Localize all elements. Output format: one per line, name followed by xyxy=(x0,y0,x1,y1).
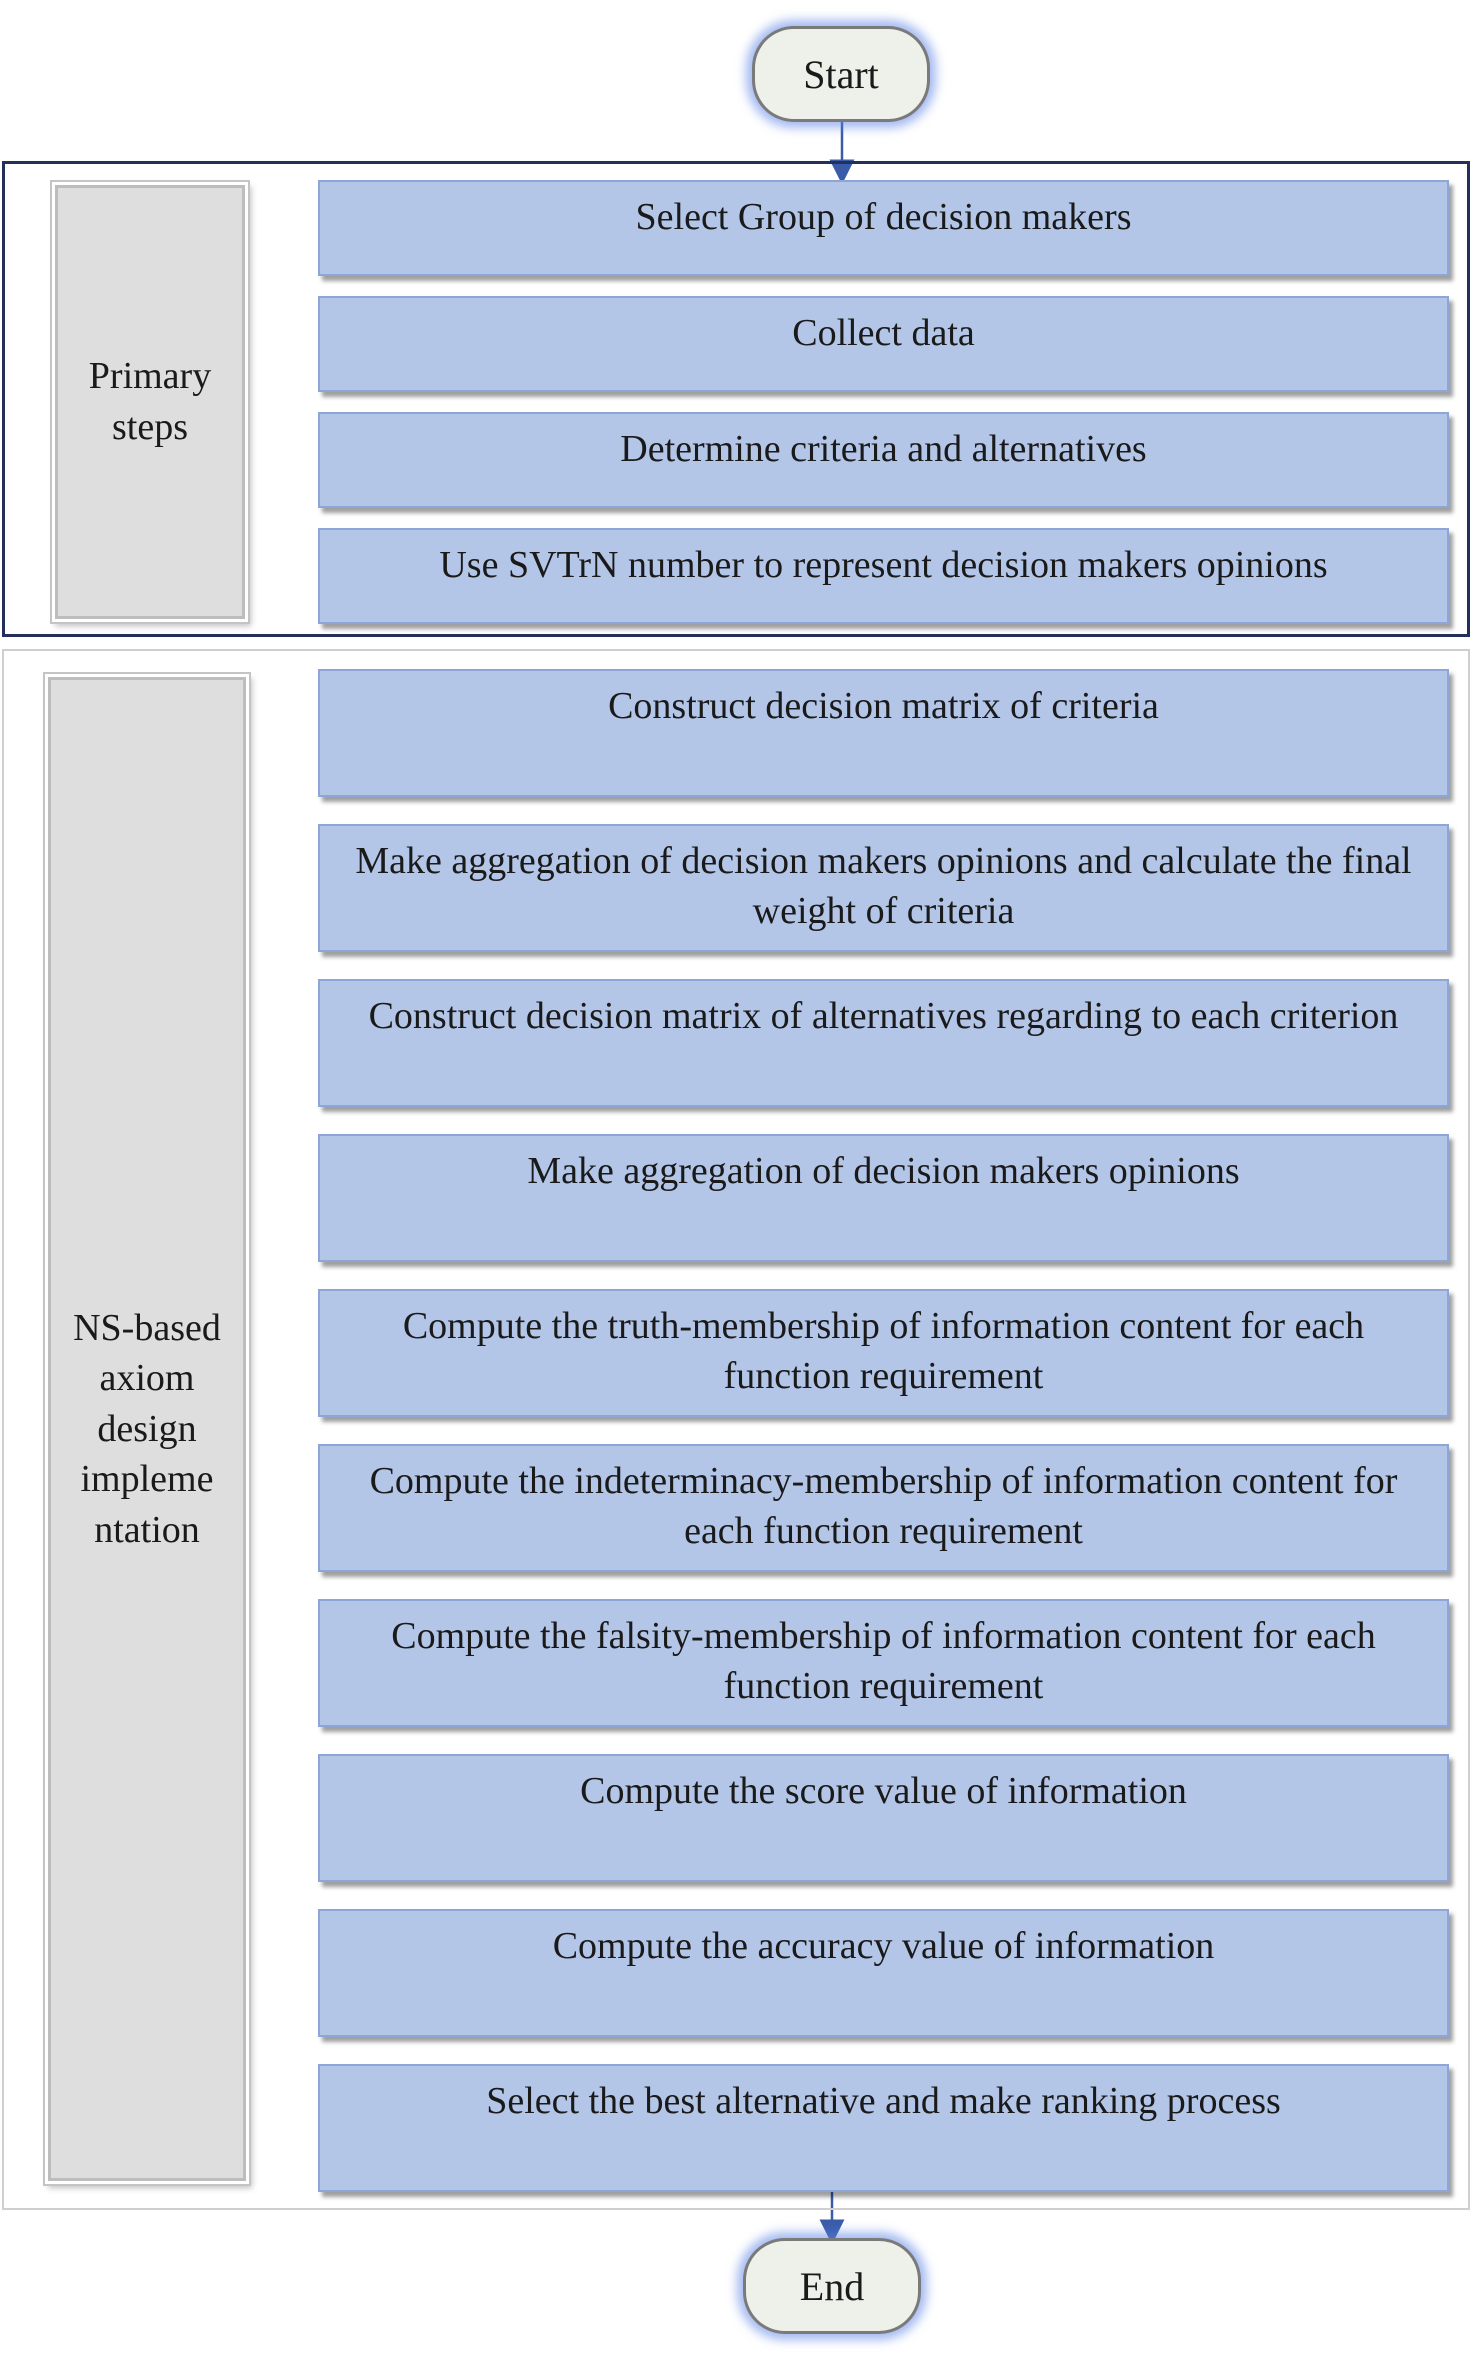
step-text: Compute the accuracy value of informatio… xyxy=(552,1925,1215,1967)
step-determine-criteria: Determine criteria and alternatives xyxy=(318,412,1449,508)
step-text: Compute the truth-membership of informat… xyxy=(402,1305,1365,1397)
ns-axiom-label-text: NS-based axiom design impleme ntation xyxy=(73,1306,221,1551)
step-text: Determine criteria and alternatives xyxy=(620,428,1147,470)
primary-steps-label-text: Primary steps xyxy=(88,355,212,448)
step-text: Use SVTrN number to represent decision m… xyxy=(439,544,1328,586)
ns-axiom-label: NS-based axiom design impleme ntation xyxy=(45,674,249,2184)
step-aggregate-final-weight: Make aggregation of decision makers opin… xyxy=(318,824,1449,952)
end-terminal: End xyxy=(743,2238,921,2334)
step-accuracy-value: Compute the accuracy value of informatio… xyxy=(318,1909,1449,2037)
step-text: Construct decision matrix of criteria xyxy=(608,685,1159,727)
step-aggregate-opinions: Make aggregation of decision makers opin… xyxy=(318,1134,1449,1262)
step-use-svtrn: Use SVTrN number to represent decision m… xyxy=(318,528,1449,624)
step-select-group: Select Group of decision makers xyxy=(318,180,1449,276)
step-indeterminacy-membership: Compute the indeterminacy-membership of … xyxy=(318,1444,1449,1572)
primary-steps-group xyxy=(2,161,1470,637)
ns-axiom-group xyxy=(2,649,1470,2210)
step-construct-criteria-matrix: Construct decision matrix of criteria xyxy=(318,669,1449,797)
step-select-best-alternative: Select the best alternative and make ran… xyxy=(318,2064,1449,2192)
step-text: Compute the score value of information xyxy=(580,1770,1187,1812)
step-text: Compute the indeterminacy-membership of … xyxy=(369,1460,1398,1552)
start-label: Start xyxy=(803,51,879,97)
step-text: Collect data xyxy=(792,312,975,354)
start-terminal: Start xyxy=(752,26,930,122)
step-text: Select the best alternative and make ran… xyxy=(486,2080,1281,2122)
step-text: Compute the falsity-membership of inform… xyxy=(391,1615,1376,1707)
step-falsity-membership: Compute the falsity-membership of inform… xyxy=(318,1599,1449,1727)
step-score-value: Compute the score value of information xyxy=(318,1754,1449,1882)
end-label: End xyxy=(799,2263,865,2309)
step-collect-data: Collect data xyxy=(318,296,1449,392)
step-text: Make aggregation of decision makers opin… xyxy=(355,840,1412,932)
step-construct-alternatives-matrix: Construct decision matrix of alternative… xyxy=(318,979,1449,1107)
primary-steps-label: Primary steps xyxy=(52,182,248,622)
step-text: Make aggregation of decision makers opin… xyxy=(527,1150,1240,1192)
step-text: Construct decision matrix of alternative… xyxy=(368,995,1399,1037)
step-text: Select Group of decision makers xyxy=(635,196,1132,238)
step-truth-membership: Compute the truth-membership of informat… xyxy=(318,1289,1449,1417)
